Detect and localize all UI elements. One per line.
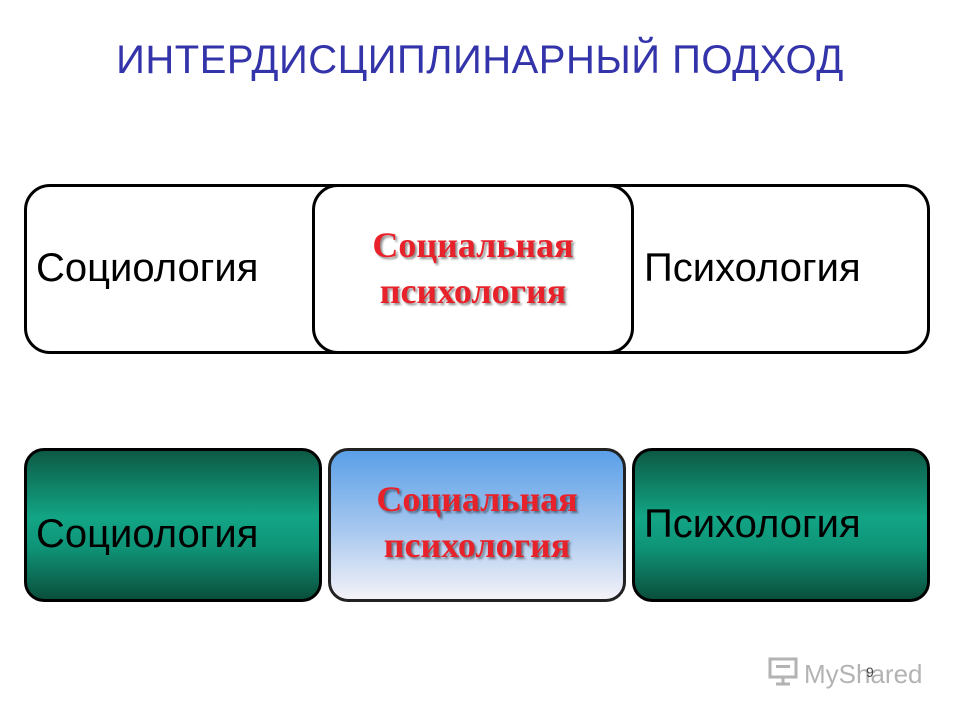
bottom-center-box xyxy=(328,448,626,602)
slide-title: ИНТЕРДИСЦИПЛИНАРНЫЙ ПОДХОД xyxy=(116,38,844,82)
bottom-center-label: Социальная психология xyxy=(328,476,626,568)
top-center-label-line1: Социальная xyxy=(372,225,574,265)
top-center-label: Социальная психология xyxy=(312,222,634,314)
top-right-label: Психология xyxy=(644,246,861,290)
presentation-board-icon xyxy=(768,656,798,693)
top-center-box xyxy=(312,184,634,354)
bottom-center-label-line2: психология xyxy=(383,525,571,565)
bottom-right-box xyxy=(632,448,930,602)
top-center-label-line2: психология xyxy=(379,271,567,311)
bottom-left-label: Социология xyxy=(36,512,259,556)
bottom-center-label-line1: Социальная xyxy=(376,479,578,519)
watermark-text: MyShared xyxy=(804,658,923,689)
bottom-left-box xyxy=(24,448,322,602)
watermark: MyShared xyxy=(768,656,923,692)
bottom-right-label: Психология xyxy=(644,502,861,546)
top-left-label: Социология xyxy=(36,246,259,290)
page-number: 9 xyxy=(866,664,874,680)
